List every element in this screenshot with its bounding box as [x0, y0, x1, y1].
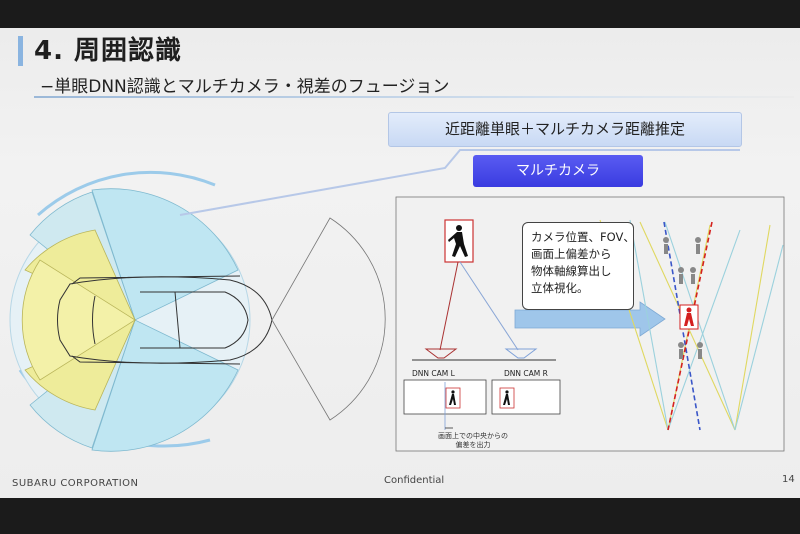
cam-left-pedestrian-icon: [451, 390, 455, 394]
description-line-4: 立体視化。: [531, 281, 589, 295]
cam-left-label: DNN CAM L: [412, 369, 455, 378]
pedestrian-icon: [448, 225, 468, 257]
title-divider: [34, 96, 794, 98]
fusion-arrow: [514, 301, 666, 337]
description-line-2: 画面上偏差から: [531, 247, 612, 261]
fov-sector-yellow-lower: [24, 319, 136, 411]
description-line-1: カメラ位置、FOV、: [531, 230, 635, 244]
footer-confidential: Confidential: [384, 475, 445, 486]
multicam-label: マルチカメラ: [473, 155, 643, 187]
camera-left-symbol: [424, 348, 458, 359]
ray-cam-right: [459, 261, 519, 351]
title-accent-bar: [18, 36, 23, 66]
offset-note: 画面上での中央からの 偏差を出力: [418, 432, 528, 450]
camera-right-symbol: [504, 348, 538, 359]
description-box: カメラ位置、FOV、 画面上偏差から 物体軸線算出し 立体視化。: [522, 222, 635, 310]
cam-right-pedestrian-icon: [505, 390, 509, 394]
cam-right-label: DNN CAM R: [504, 369, 548, 378]
car-outline: [57, 275, 273, 365]
offset-note-line-2: 偏差を出力: [455, 441, 491, 449]
fov-sector-yellow-upper: [24, 229, 136, 321]
fused-pedestrian-icon: [686, 307, 692, 313]
description-line-3: 物体軸線算出し: [531, 264, 612, 278]
footer-company: SUBARU CORPORATION: [12, 478, 139, 489]
callout-distance-estimation: 近距離単眼＋マルチカメラ距離推定: [388, 112, 742, 147]
candidate-pedestrians: [663, 237, 703, 359]
slide-subtitle: −単眼DNN認識とマルチカメラ・視差のフュージョン: [40, 77, 450, 97]
slide-title: 4. 周囲認識: [34, 36, 183, 66]
fov-sector-front-lower: [91, 319, 239, 452]
fov-sector-outline-far: [271, 217, 386, 421]
fov-sector-yellow-rear: [21, 259, 136, 381]
page-number: 14: [782, 474, 795, 485]
ray-cam-left: [439, 261, 459, 351]
callout-pointer: [179, 149, 740, 216]
sensor-range-arc-top: [37, 170, 216, 217]
offset-note-line-1: 画面上での中央からの: [438, 432, 508, 440]
fov-sector-front-upper: [91, 188, 239, 321]
